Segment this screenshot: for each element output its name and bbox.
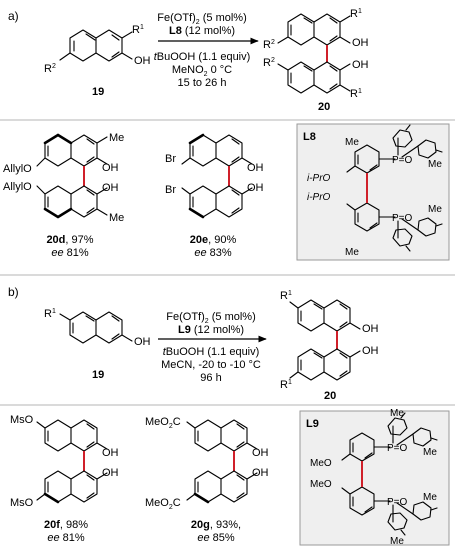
svg-text:Fe(OTf)2 (5 mol%): Fe(OTf)2 (5 mol%) xyxy=(166,311,255,325)
svg-text:R1: R1 xyxy=(350,8,362,20)
svg-text:OH: OH xyxy=(247,162,264,174)
svg-text:P=O: P=O xyxy=(387,497,408,508)
svg-text:R2: R2 xyxy=(263,57,275,69)
svg-text:R1: R1 xyxy=(132,24,144,36)
svg-text:R1: R1 xyxy=(280,290,292,302)
svg-text:OH: OH xyxy=(362,345,379,357)
svg-text:P=O: P=O xyxy=(392,155,413,166)
example-20g: MeO2C MeO2C OH OH 20g, 93%, ee 85% xyxy=(145,416,269,544)
svg-text:OH: OH xyxy=(252,447,269,459)
svg-text:MeO: MeO xyxy=(310,479,332,490)
conditions-b: Fe(OTf)2 (5 mol%) L9 (12 mol%) tBuOOH (1… xyxy=(158,311,267,384)
svg-text:i-PrO: i-PrO xyxy=(307,173,331,184)
svg-text:Me: Me xyxy=(390,408,404,419)
svg-text:Me: Me xyxy=(428,204,442,215)
svg-text:MeO2C: MeO2C xyxy=(145,497,181,511)
svg-text:R1: R1 xyxy=(350,88,362,100)
svg-text:Me: Me xyxy=(423,492,437,503)
svg-text:20g, 93%,: 20g, 93%, xyxy=(191,519,241,531)
section-a-label: a) xyxy=(8,9,19,23)
svg-text:20e, 90%: 20e, 90% xyxy=(190,234,237,246)
section-b-label: b) xyxy=(8,285,19,299)
svg-text:Me: Me xyxy=(109,132,124,144)
svg-text:L9 (12 mol%): L9 (12 mol%) xyxy=(178,324,244,336)
svg-text:ee 81%: ee 81% xyxy=(51,247,89,259)
svg-text:Fe(OTf)2 (5 mol%): Fe(OTf)2 (5 mol%) xyxy=(157,12,246,26)
svg-text:15 to 26 h: 15 to 26 h xyxy=(178,77,227,89)
svg-text:96 h: 96 h xyxy=(200,372,221,384)
svg-text:MeO2C: MeO2C xyxy=(145,416,181,430)
svg-text:ee 85%: ee 85% xyxy=(197,532,235,544)
substrate-number: 19 xyxy=(92,86,104,98)
ligand-l8-box: L8 Me Me Me Me i-PrO i-PrO P=O P=O xyxy=(296,123,450,261)
svg-text:tBuOOH (1.1 equiv): tBuOOH (1.1 equiv) xyxy=(163,346,260,358)
svg-text:MeO: MeO xyxy=(310,458,332,469)
svg-text:MsO: MsO xyxy=(10,497,34,509)
ligand-l9-title: L9 xyxy=(306,418,319,430)
ligand-l9-box: L9 Me Me Me Me MeO MeO P=O P=O xyxy=(299,408,450,547)
svg-text:P=O: P=O xyxy=(387,443,408,454)
svg-text:R1: R1 xyxy=(44,308,56,320)
svg-text:OH: OH xyxy=(247,182,264,194)
svg-text:MeNO2 0 °C: MeNO2 0 °C xyxy=(172,64,232,78)
product-number: 20 xyxy=(318,101,330,113)
example-20d: Me OH OH Me AllylO AllylO 20d, 97% ee 81… xyxy=(3,132,124,259)
example-20f: MsO MsO OH OH 20f, 98% ee 81% xyxy=(10,414,119,544)
svg-text:OH: OH xyxy=(102,447,119,459)
product-20-b: R1 OH OH R1 20 xyxy=(280,290,379,402)
svg-text:L8 (12 mol%): L8 (12 mol%) xyxy=(169,25,235,37)
svg-text:OH: OH xyxy=(352,59,369,71)
svg-text:20d, 97%: 20d, 97% xyxy=(46,234,93,246)
svg-text:AllylO: AllylO xyxy=(3,181,32,193)
svg-text:20f, 98%: 20f, 98% xyxy=(44,519,88,531)
substrate-19-b: R1 OH 19 xyxy=(44,308,151,381)
svg-text:OH: OH xyxy=(102,182,119,194)
svg-text:Me: Me xyxy=(345,247,359,258)
svg-text:OH: OH xyxy=(352,37,369,49)
svg-text:P=O: P=O xyxy=(392,213,413,224)
svg-text:R2: R2 xyxy=(44,63,56,75)
product-number: 20 xyxy=(324,390,336,402)
svg-text:ee 81%: ee 81% xyxy=(47,532,85,544)
svg-text:Br: Br xyxy=(165,184,176,196)
svg-text:R1: R1 xyxy=(280,379,292,391)
svg-text:Me: Me xyxy=(109,212,124,224)
svg-text:MsO: MsO xyxy=(10,414,34,426)
svg-text:OH: OH xyxy=(102,467,119,479)
svg-text:MeCN, -20 to -10 °C: MeCN, -20 to -10 °C xyxy=(161,359,261,371)
svg-text:Me: Me xyxy=(423,447,437,458)
substrate-number: 19 xyxy=(92,369,104,381)
ligand-l8-title: L8 xyxy=(303,131,316,143)
product-20-a: R1 R2 OH OH R2 R1 20 xyxy=(263,8,369,113)
svg-text:i-PrO: i-PrO xyxy=(307,192,331,203)
conditions-a: Fe(OTf)2 (5 mol%) L8 (12 mol%) tBuOOH (1… xyxy=(154,12,259,89)
svg-text:OH: OH xyxy=(362,323,379,335)
svg-text:Me: Me xyxy=(428,159,442,170)
svg-text:Me: Me xyxy=(345,137,359,148)
substrate-19-a: R1 OH R2 19 xyxy=(44,24,151,98)
svg-text:OH: OH xyxy=(102,162,119,174)
svg-text:OH: OH xyxy=(252,467,269,479)
svg-text:tBuOOH (1.1 equiv): tBuOOH (1.1 equiv) xyxy=(154,51,251,63)
svg-text:AllylO: AllylO xyxy=(3,163,32,175)
svg-text:Me: Me xyxy=(390,536,404,547)
svg-text:R2: R2 xyxy=(263,39,275,51)
svg-text:ee 83%: ee 83% xyxy=(194,247,232,259)
svg-text:OH: OH xyxy=(134,55,151,67)
svg-text:OH: OH xyxy=(134,336,151,348)
example-20e: Br Br OH OH 20e, 90% ee 83% xyxy=(165,133,264,259)
svg-text:Br: Br xyxy=(165,153,176,165)
